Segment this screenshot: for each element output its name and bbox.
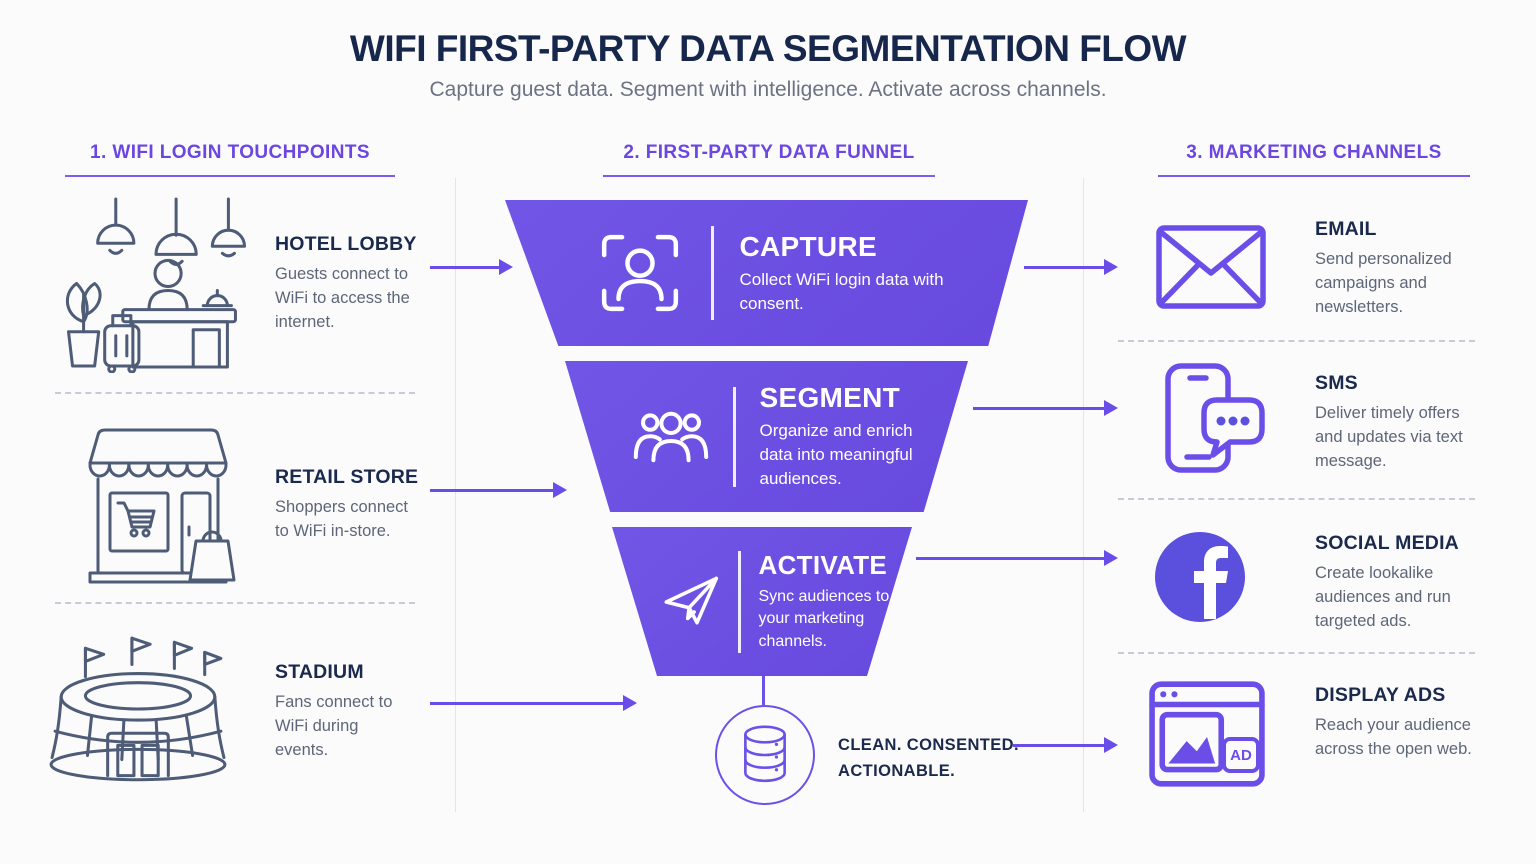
page-subtitle: Capture guest data. Segment with intelli…	[429, 78, 1107, 101]
funnel-stage-segment: SEGMENT Organize and enrich data into me…	[565, 361, 968, 512]
database-icon	[715, 705, 815, 805]
funnel-stage-text: CAPTURE Collect WiFi login data with con…	[740, 231, 945, 316]
touchpoint-description: Guests connect to WiFi to access the int…	[275, 265, 410, 331]
arrow-hotel-to-capture	[430, 259, 513, 275]
channel-social: SOCIAL MEDIA Create lookalike audiences …	[1315, 532, 1495, 634]
funnel-stage-capture: CAPTURE Collect WiFi login data with con…	[505, 200, 1028, 346]
arrow-segment-to-sms	[973, 400, 1118, 416]
channel-display: DISPLAY ADS Reach your audience across t…	[1315, 684, 1495, 762]
funnel-stage-activate: ACTIVATE Sync audiences to your marketin…	[612, 527, 912, 676]
funnel-stage-description: Sync audiences to your marketing channel…	[758, 587, 890, 650]
touchpoint-description: Shoppers connect to WiFi in-store.	[275, 498, 409, 540]
section-heading-channels: 3. MARKETING CHANNELS	[1158, 142, 1470, 177]
section-heading-touchpoints: 1. WIFI LOGIN TOUCHPOINTS	[65, 142, 395, 177]
retail-storefront-icon	[68, 423, 248, 593]
arrow-data-to-display	[1013, 737, 1118, 753]
funnel-output-line1: CLEAN. CONSENTED.	[838, 736, 1019, 754]
funnel-output-label: CLEAN. CONSENTED. ACTIONABLE.	[838, 732, 1019, 785]
funnel-stage-description: Organize and enrich data into meaningful…	[759, 421, 913, 488]
touchpoint-title: HOTEL LOBBY	[275, 233, 417, 255]
paper-plane-icon	[662, 572, 722, 632]
ad-badge: AD	[1222, 737, 1260, 773]
touchpoint-stadium: STADIUM Fans connect to WiFi during even…	[275, 661, 415, 763]
funnel-output-line2: ACTIONABLE.	[838, 762, 956, 781]
channel-title: SMS	[1315, 372, 1358, 394]
touchpoint-hotel: HOTEL LOBBY Guests connect to WiFi to ac…	[275, 233, 425, 335]
arrow-capture-to-email	[1024, 259, 1118, 275]
funnel-stage-title: SEGMENT	[759, 382, 901, 414]
facebook-icon	[1154, 531, 1246, 623]
touchpoint-title: STADIUM	[275, 661, 364, 683]
funnel-stage-title: ACTIVATE	[758, 549, 888, 580]
channel-description: Create lookalike audiences and run targe…	[1315, 564, 1451, 630]
touchpoint-retail: RETAIL STORE Shoppers connect to WiFi in…	[275, 466, 435, 544]
arrow-stadium-to-funnel	[430, 695, 637, 711]
divider	[738, 550, 741, 653]
channel-sms: SMS Deliver timely offers and updates vi…	[1315, 372, 1490, 474]
column-separator-left	[455, 178, 456, 812]
channel-title: DISPLAY ADS	[1315, 684, 1446, 706]
funnel-stage-title: CAPTURE	[739, 230, 877, 262]
email-envelope-icon	[1155, 224, 1267, 310]
divider	[733, 386, 736, 487]
divider	[55, 392, 415, 394]
funnel-stage-text: ACTIVATE Sync audiences to your marketin…	[759, 550, 897, 653]
user-capture-icon	[597, 230, 683, 316]
funnel-stage-text: SEGMENT Organize and enrich data into me…	[760, 382, 942, 490]
display-ad-icon: AD	[1148, 680, 1266, 788]
arrow-activate-to-social	[916, 550, 1118, 566]
divider	[55, 602, 415, 604]
touchpoint-title: RETAIL STORE	[275, 466, 419, 488]
hotel-reception-icon	[60, 197, 252, 373]
channel-email: EMAIL Send personalized campaigns and ne…	[1315, 218, 1490, 320]
audience-group-icon	[631, 406, 711, 468]
arrow-retail-to-segment	[430, 482, 567, 498]
channel-description: Deliver timely offers and updates via te…	[1315, 404, 1463, 470]
sms-phone-icon	[1160, 362, 1272, 474]
channel-description: Reach your audience across the open web.	[1315, 716, 1472, 758]
divider	[1118, 498, 1475, 500]
stadium-icon	[45, 632, 232, 794]
column-separator-right	[1083, 178, 1084, 812]
divider	[1118, 340, 1475, 342]
touchpoint-description: Fans connect to WiFi during events.	[275, 693, 393, 759]
channel-title: SOCIAL MEDIA	[1315, 532, 1459, 554]
channel-title: EMAIL	[1315, 218, 1377, 240]
funnel-output-connector	[762, 676, 765, 705]
channel-description: Send personalized campaigns and newslett…	[1315, 250, 1452, 316]
divider	[711, 226, 714, 320]
funnel-stage-description: Collect WiFi login data with consent.	[739, 269, 944, 313]
page-title: WIFI FIRST-PARTY DATA SEGMENTATION FLOW	[349, 28, 1187, 69]
divider	[1118, 652, 1475, 654]
section-heading-funnel: 2. FIRST-PARTY DATA FUNNEL	[603, 142, 935, 177]
